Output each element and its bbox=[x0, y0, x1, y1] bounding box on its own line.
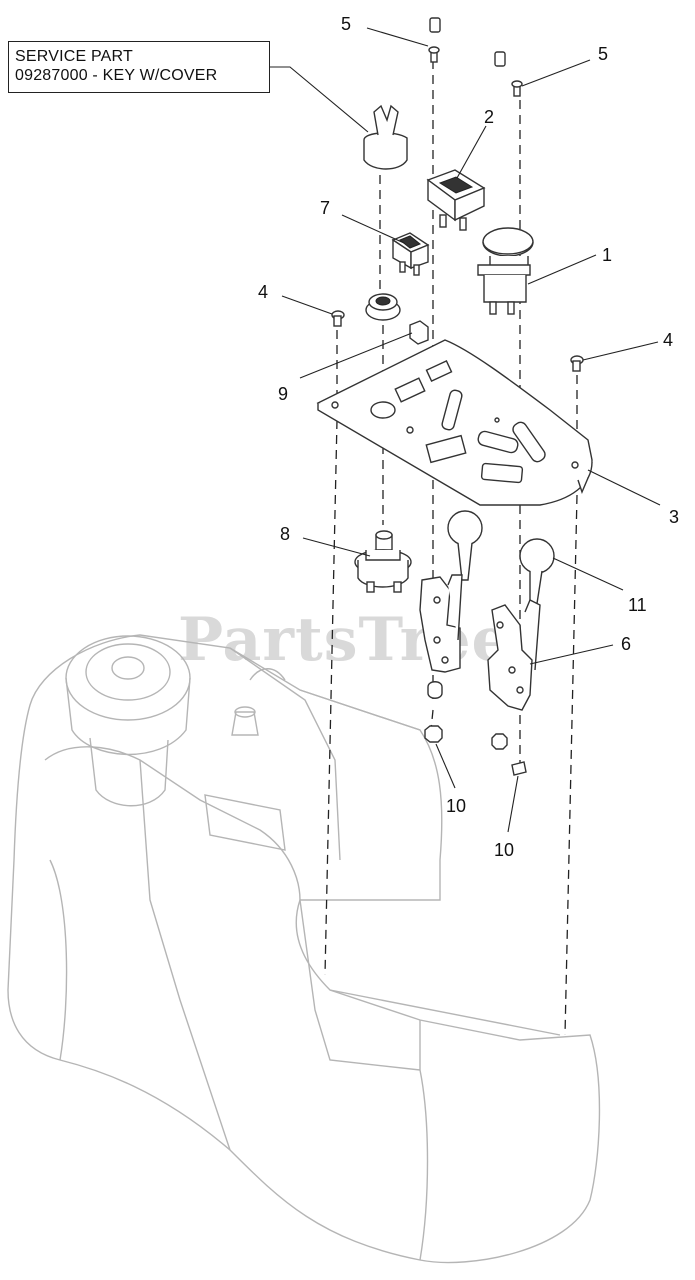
leader-11 bbox=[552, 557, 624, 591]
key-switch-nut bbox=[365, 293, 401, 321]
service-part-note: SERVICE PART 09287000 - KEY W/COVER bbox=[8, 41, 270, 93]
screw-4-left bbox=[331, 310, 345, 327]
lever-bracket-6 bbox=[487, 599, 541, 711]
callout-11: 11 bbox=[628, 595, 647, 615]
service-part-number: 09287000 - KEY W/COVER bbox=[15, 67, 218, 84]
callout-7: 7 bbox=[320, 198, 330, 218]
leader-8 bbox=[302, 537, 371, 557]
screw-4-right bbox=[570, 355, 584, 372]
leader-10a bbox=[435, 743, 456, 789]
screw-5-top-left bbox=[428, 17, 441, 63]
leader-3 bbox=[587, 469, 661, 506]
leader-5b bbox=[521, 59, 591, 87]
leader-2 bbox=[456, 125, 487, 179]
callout-6: 6 bbox=[621, 634, 631, 654]
lever-knob-11 bbox=[519, 538, 555, 611]
callout-9: 9 bbox=[278, 384, 288, 404]
leader-1 bbox=[527, 254, 597, 285]
key-with-cover bbox=[363, 104, 408, 170]
callout-10-right: 10 bbox=[494, 840, 514, 860]
callout-4-left: 4 bbox=[258, 282, 268, 302]
leader-service-part bbox=[270, 66, 369, 133]
leader-9 bbox=[299, 332, 413, 379]
ignition-switch-8 bbox=[354, 530, 412, 593]
leader-4a bbox=[281, 295, 333, 315]
callout-5-right: 5 bbox=[598, 44, 608, 64]
callout-2: 2 bbox=[484, 107, 494, 127]
watermark-text: PartsTree bbox=[178, 605, 511, 675]
pto-switch-1 bbox=[477, 227, 534, 315]
switch-7 bbox=[391, 232, 430, 276]
callout-4-right: 4 bbox=[663, 330, 673, 350]
screw-5-top-right bbox=[494, 51, 523, 97]
callout-8: 8 bbox=[280, 524, 290, 544]
leader-5a bbox=[366, 27, 429, 47]
callout-10-left: 10 bbox=[446, 796, 466, 816]
lever-knob-left bbox=[447, 510, 483, 581]
nut-10-left bbox=[424, 725, 443, 743]
callout-1: 1 bbox=[602, 245, 612, 265]
centerline-key bbox=[379, 175, 384, 525]
leader-4b bbox=[582, 341, 659, 361]
clip-9 bbox=[409, 320, 429, 345]
rocker-switch-2 bbox=[426, 169, 486, 231]
callout-3: 3 bbox=[669, 507, 679, 527]
leader-7 bbox=[341, 214, 405, 244]
console-body-outline bbox=[7, 634, 601, 1264]
leader-10b bbox=[507, 775, 519, 833]
nut-10-mid bbox=[491, 733, 508, 750]
lever-bracket-left bbox=[419, 574, 463, 699]
service-part-title: SERVICE PART bbox=[15, 48, 133, 65]
leader-6 bbox=[529, 644, 614, 665]
centerline-left bbox=[324, 330, 338, 976]
control-panel-plate-3 bbox=[316, 339, 593, 506]
nut-10-right bbox=[511, 761, 527, 776]
callout-5-left: 5 bbox=[341, 14, 351, 34]
